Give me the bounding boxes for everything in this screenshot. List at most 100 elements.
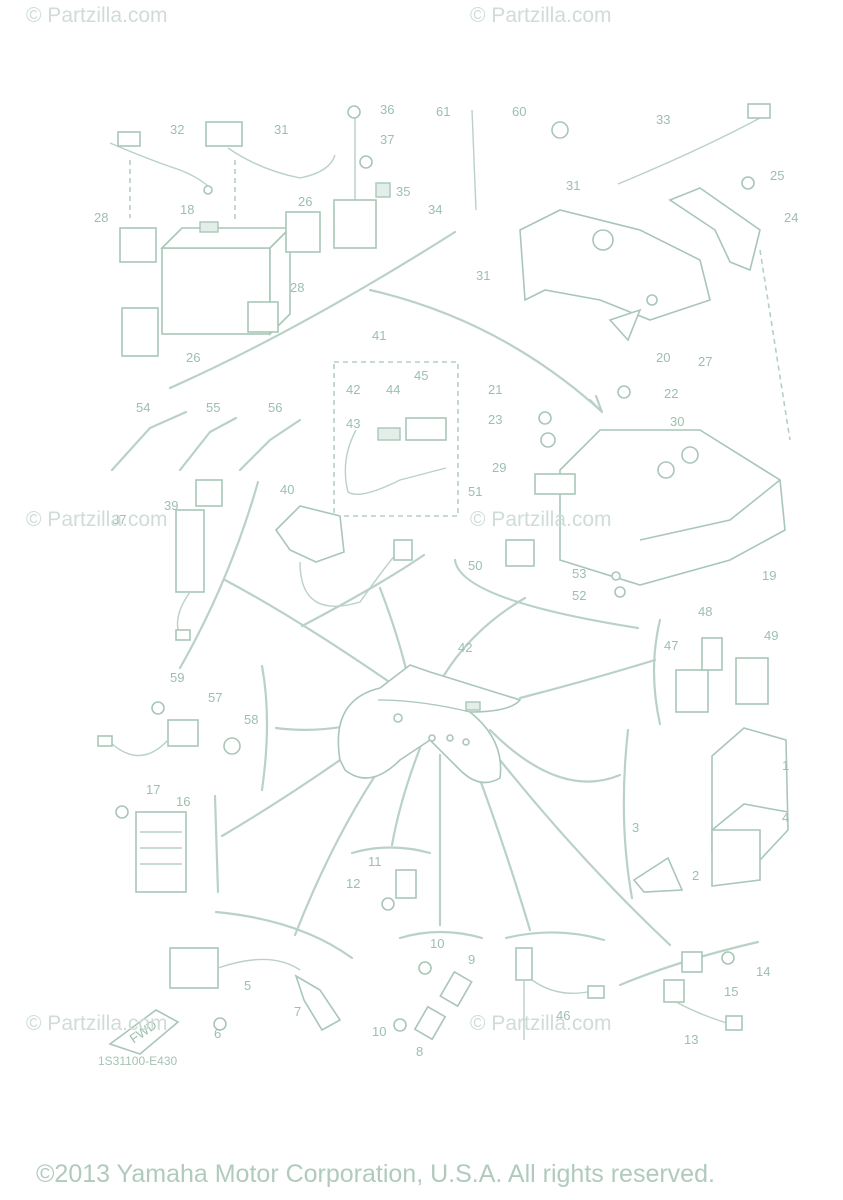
callout: 58 — [244, 712, 258, 727]
group-bracket-sidestand — [260, 664, 269, 792]
callout: 2 — [692, 868, 699, 883]
thermo-switches — [393, 961, 473, 1041]
callout: 60 — [512, 104, 526, 119]
callout: 46 — [556, 1008, 570, 1023]
watermark: © Partzilla.com — [470, 1012, 612, 1035]
relays — [675, 637, 769, 713]
sidestand-switch — [97, 701, 241, 757]
callout: 9 — [468, 952, 475, 967]
callout: 24 — [784, 210, 798, 225]
speed-sensor — [381, 869, 417, 911]
battery — [160, 221, 292, 336]
handle-switches — [663, 951, 743, 1031]
callout: 8 — [416, 1044, 423, 1059]
group-bracket-harness — [300, 553, 426, 628]
callout: 12 — [346, 876, 360, 891]
callout: 7 — [294, 1004, 301, 1019]
callout: 34 — [428, 202, 442, 217]
group-bracket-relays — [652, 618, 662, 726]
callout: 22 — [664, 386, 678, 401]
callout: 11 — [368, 854, 382, 869]
harness-leads — [110, 410, 302, 472]
group-bracket-thermo — [398, 930, 484, 940]
motorcycle-silhouette — [337, 664, 522, 784]
arrow-to-tray — [368, 288, 602, 412]
callout: 3 — [632, 820, 639, 835]
callout: 26 — [298, 194, 312, 209]
callout: 35 — [396, 184, 410, 199]
callout: 51 — [468, 484, 482, 499]
callout: 42 — [458, 640, 472, 655]
callout: 14 — [756, 964, 770, 979]
callout: 57 — [208, 690, 222, 705]
callout: 32 — [170, 122, 184, 137]
battery-tray — [505, 249, 791, 598]
callout: 33 — [656, 112, 670, 127]
copyright-notice: ©2013 Yamaha Motor Corporation, U.S.A. A… — [36, 1160, 715, 1188]
callout: 53 — [572, 566, 586, 581]
tray-bracket — [519, 187, 761, 342]
callout: 49 — [764, 628, 778, 643]
group-bracket-battery — [168, 230, 457, 390]
callout: 1 — [782, 758, 789, 773]
callout: 28 — [94, 210, 108, 225]
battery-leads — [109, 121, 336, 222]
callout-labels: 1 2 3 4 5 6 7 8 9 10 10 11 12 13 14 15 1… — [94, 102, 798, 1059]
watermark: © Partzilla.com — [26, 1012, 168, 1035]
callout: 26 — [186, 350, 200, 365]
ecu — [711, 727, 789, 861]
sensor-cluster — [344, 417, 447, 495]
group-bracket-ignition — [178, 480, 260, 670]
o2-sensor — [515, 947, 605, 1040]
callout: 27 — [698, 354, 712, 369]
callout: 31 — [476, 268, 490, 283]
callout: 20 — [656, 350, 670, 365]
switch-unit-41 — [274, 505, 413, 607]
watermark: © Partzilla.com — [26, 508, 168, 531]
callout: 18 — [180, 202, 194, 217]
callout: 30 — [670, 414, 684, 429]
rectifier — [115, 805, 187, 893]
callout: 36 — [380, 102, 394, 117]
callout: 37 — [380, 132, 394, 147]
callout: 21 — [488, 382, 502, 397]
callout: 42 — [346, 382, 360, 397]
callout: 17 — [146, 782, 160, 797]
watermark: © Partzilla.com — [470, 4, 612, 27]
arrow-head — [588, 394, 604, 414]
callout: 39 — [164, 498, 178, 513]
group-bracket-sensor — [350, 846, 432, 855]
callout: 31 — [274, 122, 288, 137]
radiating-leader-lines — [220, 578, 672, 947]
callout: 6 — [214, 1026, 221, 1041]
callout: 44 — [386, 382, 400, 397]
ecu-bracket — [632, 829, 761, 893]
callout: 40 — [280, 482, 294, 497]
sensor-group-box — [333, 361, 459, 517]
callout: 31 — [566, 178, 580, 193]
group-bracket-coil — [214, 910, 354, 960]
top-wiring — [471, 103, 771, 211]
diagram-code: 1S31100-E430 — [98, 1054, 178, 1068]
callout: 55 — [206, 400, 220, 415]
callout: 10 — [430, 936, 444, 951]
callout: 56 — [268, 400, 282, 415]
callout: 61 — [436, 104, 450, 119]
callout: 13 — [684, 1032, 698, 1047]
callout: 47 — [664, 638, 678, 653]
watermark: © Partzilla.com — [26, 4, 168, 27]
callout: 59 — [170, 670, 184, 685]
watermark: © Partzilla.com — [470, 508, 612, 531]
callout: 16 — [176, 794, 190, 809]
callout: 48 — [698, 604, 712, 619]
callout: 4 — [782, 810, 789, 825]
callout: 54 — [136, 400, 150, 415]
callout: 43 — [346, 416, 360, 431]
callout: 37 — [112, 512, 126, 527]
group-bracket-rectifier — [213, 794, 220, 894]
callout: 50 — [468, 558, 482, 573]
callout: 23 — [488, 412, 502, 427]
starter-relay — [333, 105, 391, 249]
battery-pads — [119, 211, 321, 357]
